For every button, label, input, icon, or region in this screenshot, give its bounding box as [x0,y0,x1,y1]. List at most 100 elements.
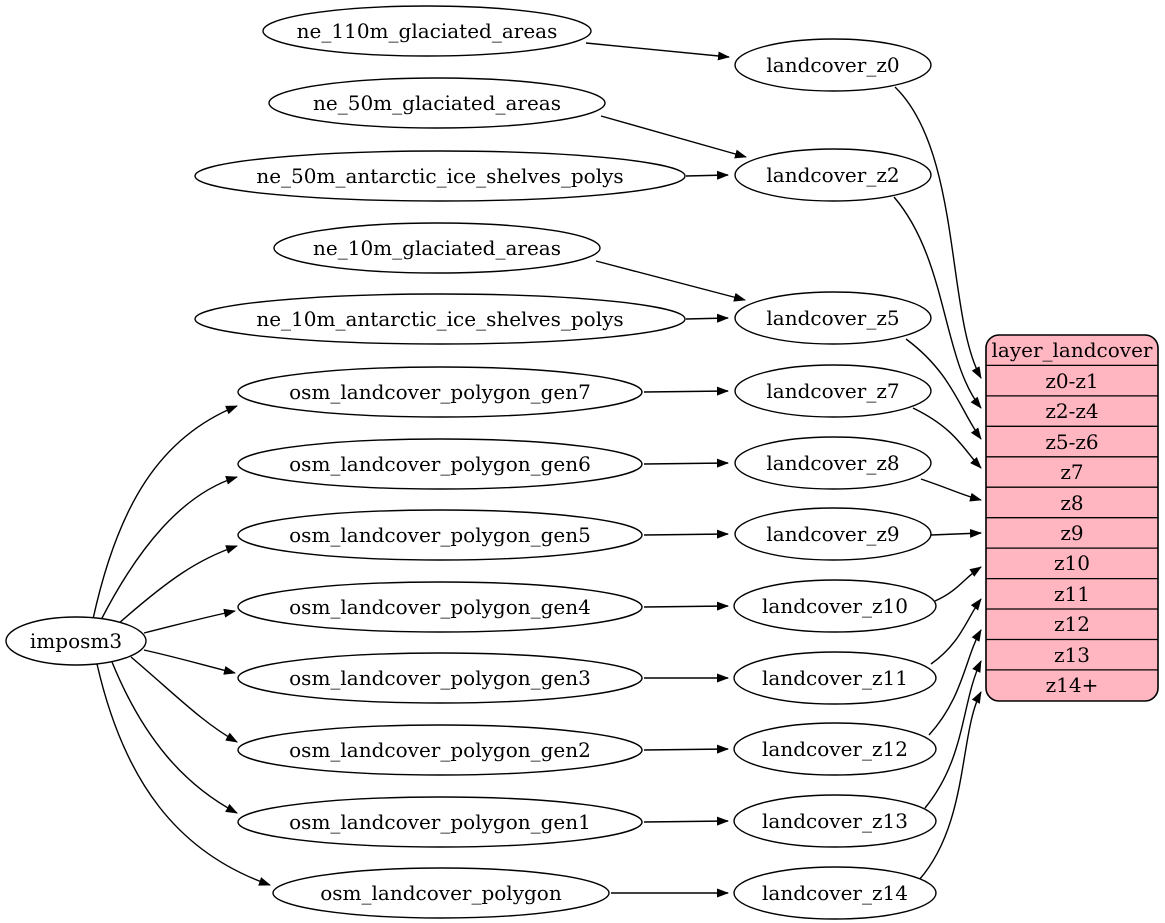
node-osm_landcover_polygon_gen5-shape [237,509,643,561]
edge-osm_landcover_polygon_gen5-landcover_z9 [643,529,729,539]
edge-landcover_z8-row-z8 [920,478,982,502]
edge-imposm3-osm_landcover_polygon_gen2 [130,656,238,743]
record-row-z12: z12 [1054,612,1090,636]
node-osm_landcover_polygon: osm_landcover_polygon [272,867,610,919]
edge-imposm3-osm_landcover_polygon_gen6 [100,475,238,621]
node-landcover_z5-shape [734,291,932,345]
node-landcover_z8: landcover_z8 [734,436,932,490]
node-ne_50m_glaciated_areas-label: ne_50m_glaciated_areas [313,91,561,115]
edge-landcover_z13-row-z13 [924,660,982,809]
record-row-z8: z8 [1060,491,1083,515]
record-row-z13: z13 [1054,643,1090,667]
edge-landcover_z9-row-z9 [930,528,982,538]
edge-ne_110m_glaciated_areas-landcover_z0 [585,42,730,61]
node-landcover_z13-shape [733,794,937,848]
edge-landcover_z7-row-z7 [912,407,982,469]
node-ne_110m_glaciated_areas-shape [262,5,592,57]
edge-osm_landcover_polygon_gen6-landcover_z8 [643,458,729,468]
node-landcover_z11: landcover_z11 [733,651,937,705]
edge-ne_50m_antarctic_ice_shelves_polys-landcover_z2 [685,170,729,180]
node-landcover_z7-label: landcover_z7 [766,379,899,403]
record-row-z10: z10 [1054,551,1090,575]
node-landcover_z5-label: landcover_z5 [766,306,899,330]
node-landcover_z9-shape [734,507,932,561]
record-row-z5-z6: z5-z6 [1045,430,1098,454]
edge-imposm3-osm_landcover_polygon_gen5 [117,545,238,625]
node-landcover_z0-shape [734,38,932,92]
edge-osm_landcover_polygon_gen7-landcover_z7 [643,386,729,396]
node-osm_landcover_polygon_gen2-shape [237,724,643,776]
node-osm_landcover_polygon_gen6-label: osm_landcover_polygon_gen6 [289,452,591,476]
node-landcover_z5: landcover_z5 [734,291,932,345]
node-landcover_z11-shape [733,651,937,705]
node-osm_landcover_polygon_gen1: osm_landcover_polygon_gen1 [237,796,643,848]
node-osm_landcover_polygon_gen1-label: osm_landcover_polygon_gen1 [289,810,591,834]
node-landcover_z12: landcover_z12 [733,722,937,776]
record-title: layer_landcover [992,338,1153,362]
node-landcover_z12-shape [733,722,937,776]
node-ne_50m_glaciated_areas: ne_50m_glaciated_areas [268,77,606,129]
node-ne_10m_antarctic_ice_shelves_polys: ne_10m_antarctic_ice_shelves_polys [194,293,686,345]
node-ne_110m_glaciated_areas-label: ne_110m_glaciated_areas [297,19,558,43]
edge-landcover_z5-row-z5-z6 [905,338,982,440]
edge-ne_10m_antarctic_ice_shelves_polys-landcover_z5 [685,313,729,323]
node-osm_landcover_polygon_gen1-shape [237,796,643,848]
node-ne_50m_antarctic_ice_shelves_polys: ne_50m_antarctic_ice_shelves_polys [194,150,686,202]
node-ne_10m_glaciated_areas-shape [273,222,601,274]
node-ne_110m_glaciated_areas: ne_110m_glaciated_areas [262,5,592,57]
node-imposm3-label: imposm3 [30,629,122,653]
edge-osm_landcover_polygon_gen1-landcover_z13 [643,816,729,826]
node-osm_landcover_polygon_gen4-label: osm_landcover_polygon_gen4 [289,595,591,619]
edge-landcover_z2-row-z2-z4 [893,196,982,409]
node-osm_landcover_polygon_gen6-shape [237,438,643,490]
edge-osm_landcover_polygon_gen4-landcover_z10 [643,601,729,611]
node-landcover_z14-shape [733,866,937,920]
record-row-z9: z9 [1060,521,1083,545]
node-osm_landcover_polygon_gen3-label: osm_landcover_polygon_gen3 [289,666,591,690]
node-osm_landcover_polygon_gen6: osm_landcover_polygon_gen6 [237,438,643,490]
node-osm_landcover_polygon_gen4-shape [237,581,643,633]
node-landcover_z2-label: landcover_z2 [766,163,899,187]
node-landcover_z2-shape [734,148,932,202]
edge-imposm3-osm_landcover_polygon_gen1 [111,661,238,814]
node-osm_landcover_polygon_gen2-label: osm_landcover_polygon_gen2 [289,738,591,762]
edge-imposm3-osm_landcover_polygon_gen7 [92,405,238,620]
edge-landcover_z14-row-z14plus [918,691,982,881]
edge-landcover_z11-row-z11 [930,598,982,665]
record-row-z7: z7 [1060,460,1083,484]
node-osm_landcover_polygon_gen4: osm_landcover_polygon_gen4 [237,581,643,633]
node-osm_landcover_polygon_gen3-shape [237,652,643,704]
record-row-z11: z11 [1054,582,1090,606]
record-row-z0-z1: z0-z1 [1045,369,1098,393]
node-landcover_z0: landcover_z0 [734,38,932,92]
node-landcover_z8-label: landcover_z8 [766,451,899,475]
node-landcover_z10-label: landcover_z10 [762,594,908,618]
edge-imposm3-osm_landcover_polygon [96,663,271,886]
node-landcover_z8-shape [734,436,932,490]
node-landcover_z14-label: landcover_z14 [762,881,908,905]
edge-ne_10m_glaciated_areas-landcover_z5 [595,260,746,302]
edge-landcover_z10-row-z10 [934,566,982,602]
node-landcover_z13: landcover_z13 [733,794,937,848]
node-osm_landcover_polygon_gen7-shape [237,366,643,418]
node-ne_50m_antarctic_ice_shelves_polys-shape [194,150,686,202]
node-imposm3: imposm3 [5,616,147,666]
node-osm_landcover_polygon-shape [272,867,610,919]
node-ne_10m_glaciated_areas: ne_10m_glaciated_areas [273,222,601,274]
node-osm_landcover_polygon-label: osm_landcover_polygon [320,881,562,905]
node-ne_10m_glaciated_areas-label: ne_10m_glaciated_areas [313,236,561,260]
node-landcover_z10: landcover_z10 [733,579,937,633]
node-landcover_z14: landcover_z14 [733,866,937,920]
edge-imposm3-osm_landcover_polygon_gen3 [143,649,236,675]
node-landcover_z9: landcover_z9 [734,507,932,561]
node-landcover_z10-shape [733,579,937,633]
node-osm_landcover_polygon_gen3: osm_landcover_polygon_gen3 [237,652,643,704]
edge-ne_50m_glaciated_areas-landcover_z2 [600,115,747,159]
node-landcover_z2: landcover_z2 [734,148,932,202]
node-osm_landcover_polygon_gen2: osm_landcover_polygon_gen2 [237,724,643,776]
node-osm_landcover_polygon_gen7: osm_landcover_polygon_gen7 [237,366,643,418]
node-ne_10m_antarctic_ice_shelves_polys-shape [194,293,686,345]
node-landcover_z11-label: landcover_z11 [762,666,908,690]
node-landcover_z7: landcover_z7 [734,364,932,418]
